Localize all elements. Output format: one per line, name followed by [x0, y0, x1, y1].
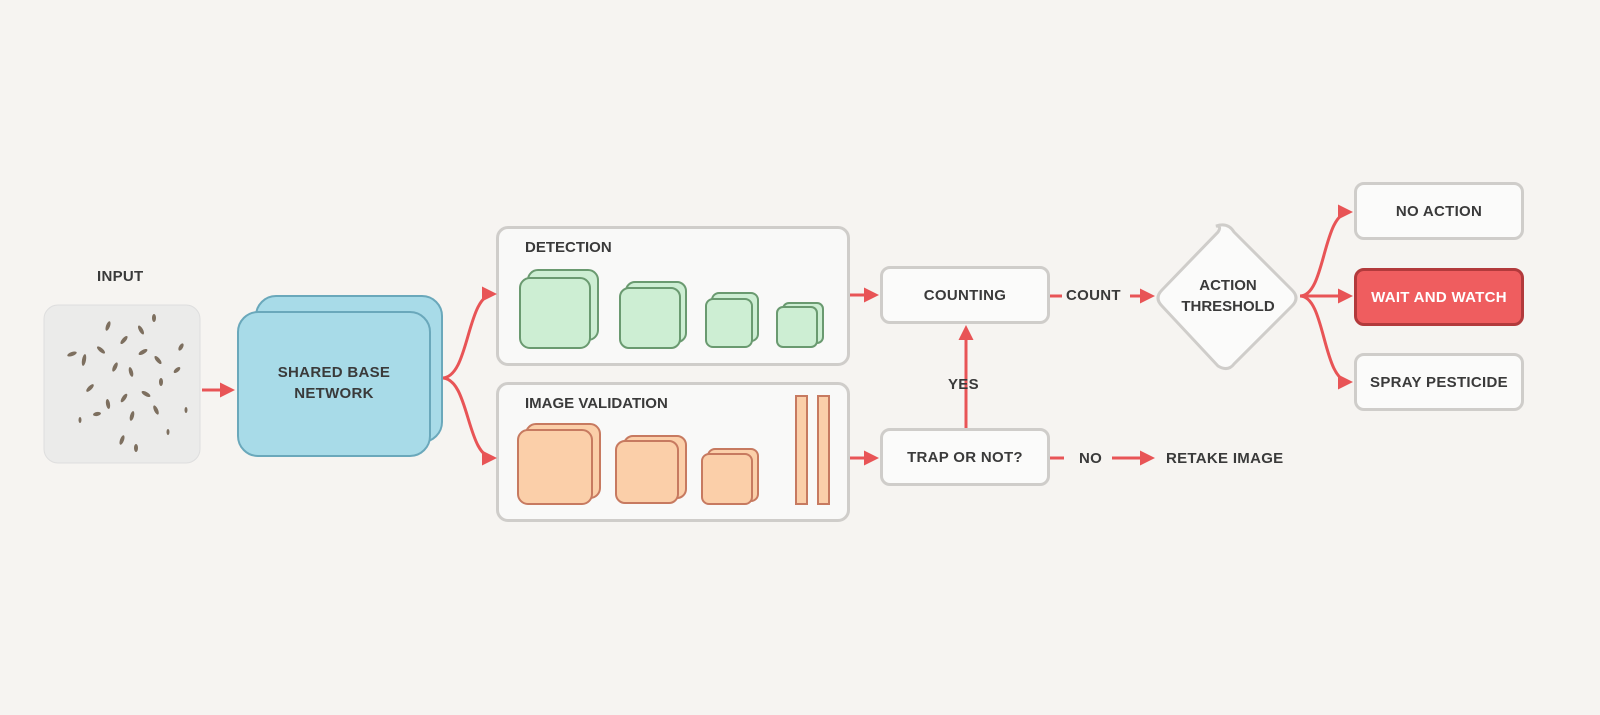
shared-network-label: SHARED BASE NETWORK	[238, 362, 430, 404]
input-trap-image	[43, 304, 201, 464]
retake-image-label: RETAKE IMAGE	[1166, 450, 1284, 467]
no-edge-label: NO	[1079, 450, 1103, 467]
arrow-threshold-to-spray	[1299, 294, 1353, 390]
wait-and-watch-node: WAIT AND WATCH	[1354, 268, 1524, 326]
counting-node: COUNTING	[880, 266, 1050, 324]
validation-feature-maps	[517, 395, 830, 505]
spray-pesticide-node: SPRAY PESTICIDE	[1354, 353, 1524, 411]
insect-specks	[67, 314, 188, 452]
trap-or-not-node: TRAP OR NOT?	[880, 428, 1050, 486]
no-action-node: NO ACTION	[1354, 182, 1524, 240]
count-edge-label: COUNT	[1066, 287, 1121, 304]
yes-edge-label: YES	[948, 376, 979, 393]
threshold-label-line2: THRESHOLD	[1181, 298, 1275, 315]
threshold-diamond	[1156, 223, 1298, 371]
shared-network-label-line1: SHARED BASE	[277, 364, 391, 381]
input-label: INPUT	[97, 268, 144, 285]
arrow-network-to-detection	[441, 286, 497, 380]
shared-network-label-line2: NETWORK	[294, 385, 374, 402]
threshold-label-line1: ACTION	[1199, 277, 1257, 294]
shared-network-stack	[237, 295, 443, 457]
threshold-label: ACTION THRESHOLD	[1160, 275, 1296, 317]
arrow-network-to-validation	[441, 376, 497, 466]
detection-feature-maps	[519, 269, 824, 349]
arrow-threshold-to-no-action	[1299, 204, 1353, 298]
